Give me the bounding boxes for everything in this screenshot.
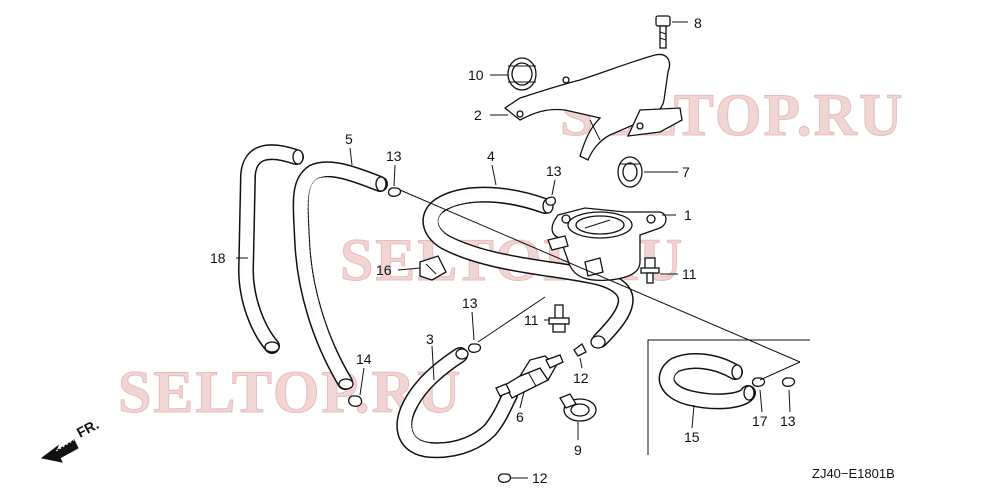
callout-15[interactable]: 15: [684, 429, 700, 445]
clip-16[interactable]: [419, 255, 447, 281]
callout-12-bottom[interactable]: 12: [532, 470, 548, 486]
bolt-11-center[interactable]: [548, 304, 570, 333]
callout-13-hose4[interactable]: 13: [546, 163, 562, 179]
callout-8[interactable]: 8: [694, 15, 702, 31]
callout-13-center[interactable]: 13: [462, 295, 478, 311]
hose-4[interactable]: [422, 186, 634, 349]
callout-16[interactable]: 16: [376, 262, 392, 278]
clip-13-center[interactable]: [467, 343, 482, 353]
callout-2[interactable]: 2: [474, 107, 482, 123]
hose-18[interactable]: [238, 144, 304, 354]
callout-5[interactable]: 5: [345, 131, 353, 147]
callout-17[interactable]: 17: [752, 413, 768, 429]
callout-3[interactable]: 3: [426, 331, 434, 347]
callout-6[interactable]: 6: [516, 409, 524, 425]
bracket-2[interactable]: [503, 53, 683, 161]
bolt-11-right[interactable]: [640, 257, 660, 284]
callout-11-right[interactable]: 11: [682, 266, 697, 282]
callout-7[interactable]: 7: [682, 164, 690, 180]
hose-3[interactable]: [396, 347, 518, 459]
callout-18[interactable]: 18: [210, 250, 226, 266]
grommet-7[interactable]: [617, 156, 643, 188]
clip-12-bottom[interactable]: [497, 473, 512, 483]
clip-14[interactable]: [347, 395, 363, 407]
callout-1[interactable]: 1: [684, 207, 692, 223]
callout-10[interactable]: 10: [468, 67, 484, 83]
callout-9[interactable]: 9: [574, 442, 582, 458]
fuel-filter-6[interactable]: [495, 354, 564, 399]
bolt-8[interactable]: [655, 15, 671, 49]
leader-lines: [236, 21, 801, 479]
front-direction-arrow: FR.: [40, 416, 101, 463]
callout-11-center[interactable]: 11: [524, 312, 539, 328]
front-direction-label: FR.: [74, 416, 101, 441]
clip-12-center[interactable]: [573, 343, 587, 357]
callout-13-inset[interactable]: 13: [780, 413, 796, 429]
callout-4[interactable]: 4: [487, 148, 495, 164]
callout-14[interactable]: 14: [356, 351, 372, 367]
clip-13-hose4[interactable]: [545, 196, 557, 206]
callout-13-top[interactable]: 13: [386, 148, 402, 164]
clip-13-inset[interactable]: [781, 377, 796, 387]
inset-frame: [647, 339, 810, 455]
hose-clamp-9[interactable]: [559, 393, 597, 422]
hose-5[interactable]: [292, 161, 388, 390]
grommet-10[interactable]: [507, 57, 537, 91]
hose-15[interactable]: [658, 353, 756, 410]
clip-13-top[interactable]: [387, 187, 402, 197]
fuel-pump-1[interactable]: [547, 207, 667, 282]
callout-12-center[interactable]: 12: [573, 370, 589, 386]
diagram-code: ZJ40−E1801B: [812, 466, 895, 481]
